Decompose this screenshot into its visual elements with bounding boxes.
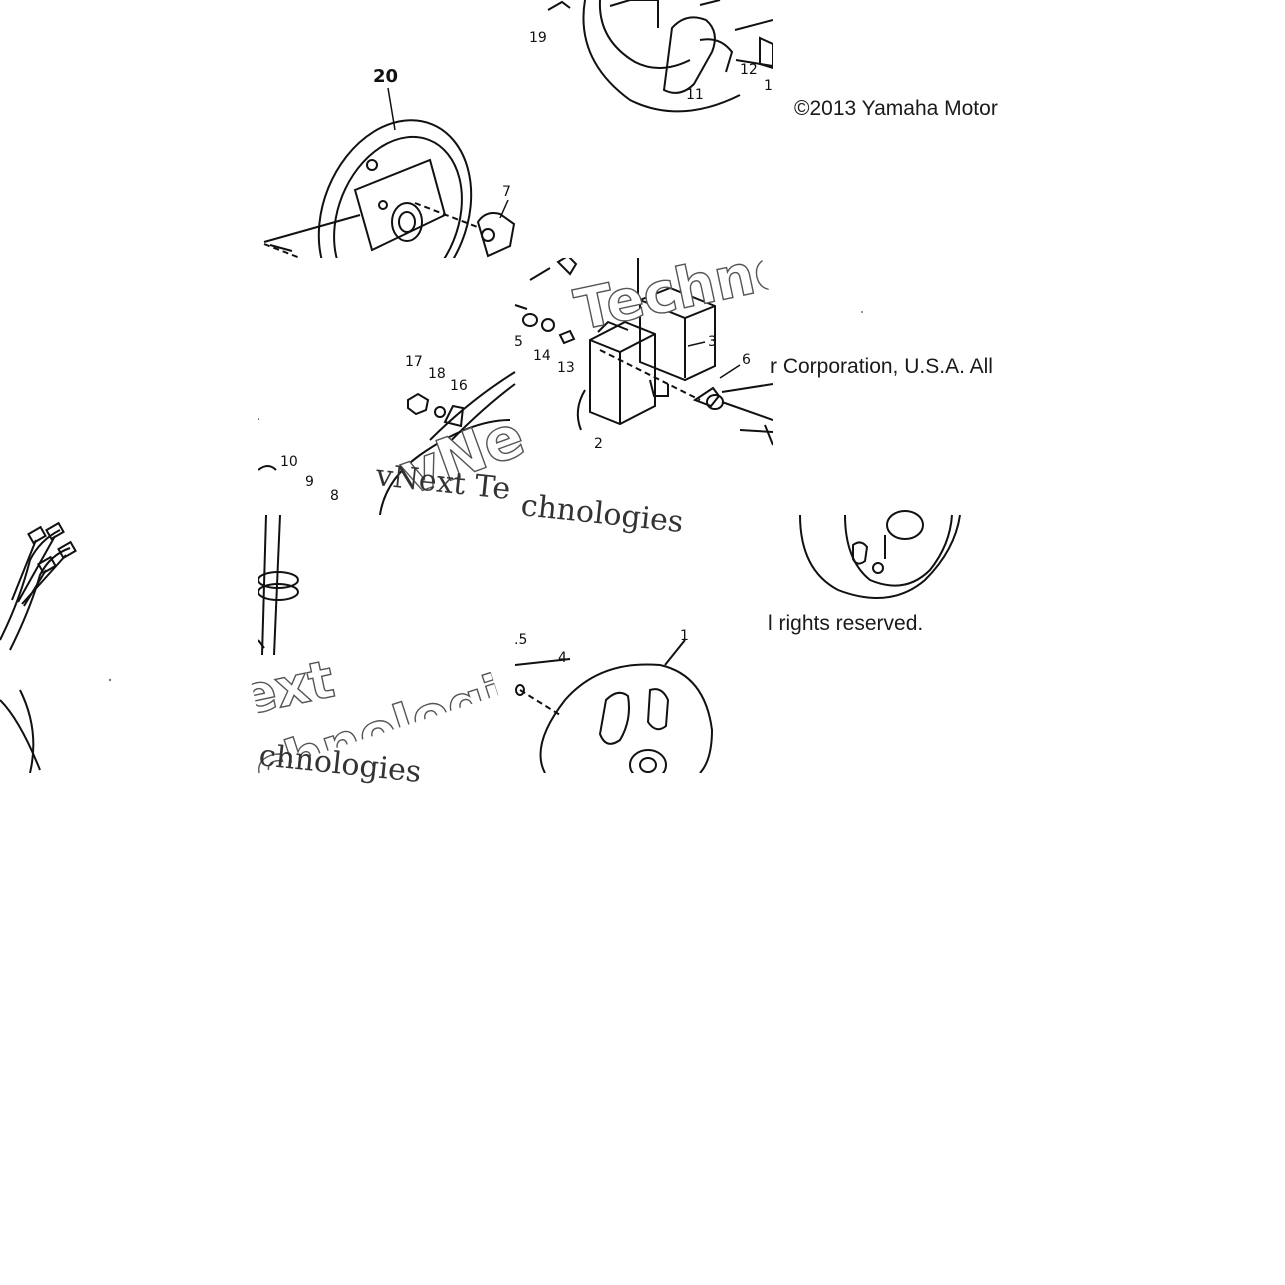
- callout-14: 14: [533, 348, 551, 364]
- speck: [108, 678, 112, 682]
- callout-7: 7: [502, 184, 511, 200]
- callout-6: 6: [742, 352, 751, 368]
- flywheel-fragment: [799, 510, 961, 599]
- callout-16: 16: [450, 378, 468, 394]
- watermark-outline-text: Techno: [569, 234, 798, 343]
- callout-19: 19: [529, 30, 547, 46]
- callout-15: 1: [764, 78, 773, 94]
- watermark-serif-text: chnologies: [519, 488, 685, 540]
- callout-11: 11: [686, 87, 704, 103]
- callout-4: 4: [558, 650, 567, 666]
- callout-20: 20: [373, 66, 398, 87]
- watermark-outline-text: ext: [235, 650, 339, 728]
- callout-17: 17: [405, 354, 423, 370]
- copyright-line-1: ©2013 Yamaha Motor: [794, 97, 998, 120]
- callout-13: 13: [557, 360, 575, 376]
- callout-10: 10: [280, 454, 298, 470]
- callout-1: 1: [680, 628, 689, 644]
- copyright-line-2: r Corporation, U.S.A. All: [770, 355, 993, 378]
- grommet: [258, 515, 299, 656]
- callout-12: 12: [740, 62, 758, 78]
- callout-2: 2: [594, 436, 603, 452]
- wiring-harness: [0, 521, 77, 773]
- ignition-coil-units: [258, 258, 773, 515]
- stator-base-plate: [263, 119, 516, 258]
- callout-numbers: 20 19 11 12 1 7 17 18 16 5 14 13 3 6 2 1…: [280, 30, 773, 666]
- callout-9: 9: [305, 474, 314, 490]
- callout-18: 18: [428, 366, 446, 382]
- watermark-serif-text: chnologies: [257, 738, 423, 790]
- copyright-line-3: l rights reserved.: [768, 612, 924, 635]
- callout-3: 3: [708, 334, 717, 350]
- pickup-coil-assembly: [547, 0, 773, 113]
- callout-5-fragment: .5: [514, 632, 527, 648]
- callout-5: 5: [514, 334, 523, 350]
- flywheel-rotor: [515, 639, 714, 773]
- callout-8: 8: [330, 488, 339, 504]
- speck: [861, 311, 863, 313]
